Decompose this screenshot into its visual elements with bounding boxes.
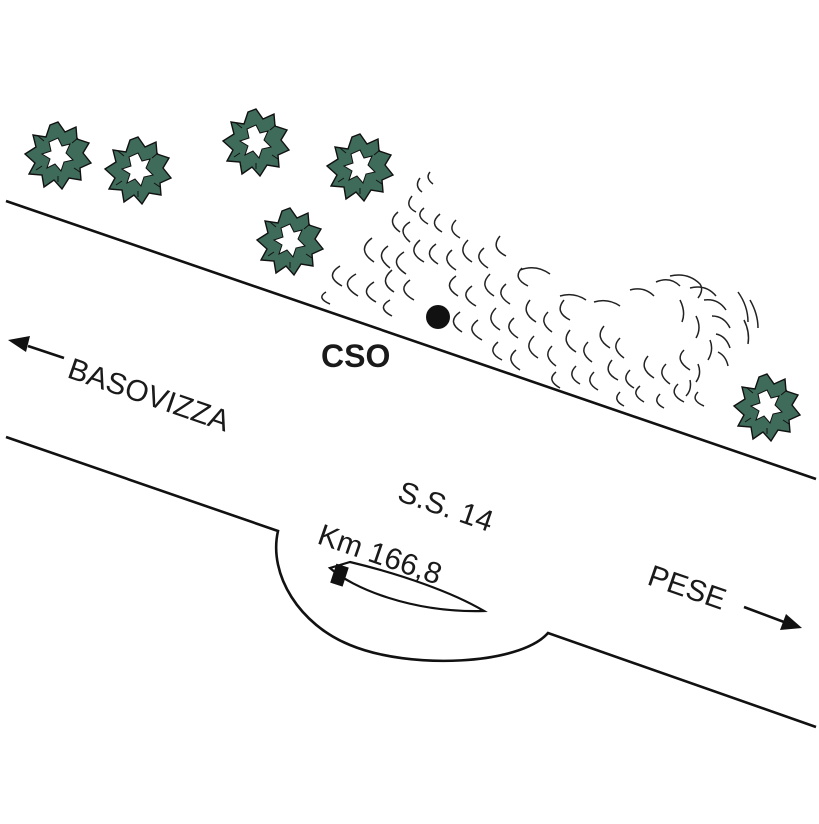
tree-icon: [104, 136, 172, 205]
layby-inner-island: [327, 560, 488, 613]
site-label: CSO: [321, 338, 390, 374]
arrow-east-icon: [743, 605, 802, 630]
road-north-edge: [5, 199, 817, 481]
tree-icon: [326, 133, 394, 202]
karst-rock-hatching: [321, 171, 759, 409]
tree-icon: [222, 108, 290, 177]
tree-icon: [733, 373, 801, 442]
tree-icon: [24, 121, 92, 190]
direction-label-east: PESE: [644, 559, 730, 616]
road-south-edge-with-layby: [5, 435, 817, 729]
direction-label-west: BASOVIZZA: [64, 352, 234, 438]
cave-entrance-marker: [426, 305, 450, 329]
tree-icon: [256, 207, 324, 276]
arrow-west-icon: [8, 336, 65, 360]
road-name-label: S.S. 14: [394, 475, 498, 538]
kilometre-stone: [330, 563, 349, 587]
